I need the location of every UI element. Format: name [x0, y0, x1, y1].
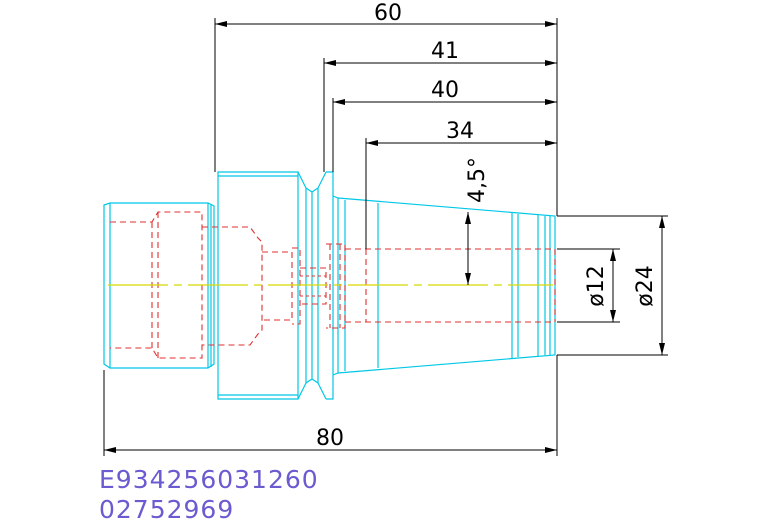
dim-12-label: ø12 — [584, 265, 609, 306]
dimension-lines — [103, 18, 668, 456]
part-code-line1: E934256031260 — [99, 465, 319, 494]
dim-34-label: 34 — [446, 119, 474, 144]
hidden-internal-lines — [110, 211, 556, 359]
dim-60-label: 60 — [374, 1, 402, 26]
dim-angle-label: 4,5° — [465, 157, 490, 203]
dim-24-label: ø24 — [633, 265, 658, 306]
part-code-line2: 02752969 — [99, 495, 234, 523]
dim-40-label: 40 — [431, 78, 459, 103]
dim-80-label: 80 — [316, 426, 344, 451]
dim-41-label: 41 — [431, 39, 459, 64]
